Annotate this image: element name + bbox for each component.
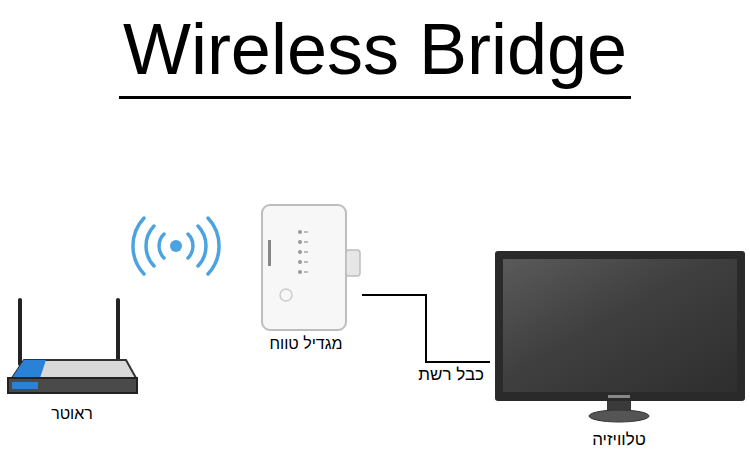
device-node: טלוויזיה bbox=[490, 246, 748, 458]
tv-icon bbox=[490, 246, 748, 426]
network-cable bbox=[362, 295, 490, 362]
device-label: מגדיל טווח bbox=[250, 334, 362, 353]
device-label: ראוטר bbox=[2, 404, 142, 423]
title-text: Wireless Bridge bbox=[119, 6, 631, 99]
router-icon bbox=[2, 290, 142, 400]
extender-icon bbox=[250, 200, 362, 335]
device-label: טלוויזיה bbox=[490, 430, 748, 449]
device-node: מגדיל טווח bbox=[250, 200, 362, 358]
device-node: ראוטר bbox=[2, 290, 142, 425]
title-block: Wireless Bridge bbox=[0, 6, 750, 99]
cable-label: כבל רשת bbox=[416, 365, 486, 385]
